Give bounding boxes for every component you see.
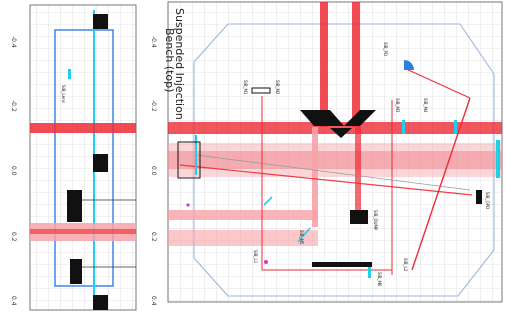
- cyan-window-right: [496, 140, 500, 178]
- left-block-top: [93, 14, 108, 29]
- main-axis-tick-5: -0.4: [150, 36, 157, 48]
- magenta-marker: [264, 260, 268, 264]
- cyan-optic-1: [402, 120, 405, 134]
- left-axis: 0.4 0.2 0.0 -0.2 -0.4: [10, 36, 17, 306]
- left-block-small: [70, 259, 82, 284]
- mirror-mount-left: [300, 110, 344, 126]
- label-mirror-a: SIB_M1: [243, 80, 248, 95]
- cyan-optic-5: [263, 196, 273, 206]
- left-axis-tick-4: -0.2: [10, 100, 17, 112]
- main-lower-beam: [168, 210, 318, 220]
- left-axis-tick-1: 0.4: [10, 296, 17, 306]
- left-bench-panel: SIB_Lens 0.4 0.2 0.0 -0.2 -0.4: [10, 4, 137, 311]
- beam-dump: [350, 210, 368, 224]
- main-bench-panel: SIB_DUMP SIB_QPD SIB_PD SIB_M1 SIB_M2 SI…: [150, 1, 503, 306]
- left-small-cyan-component: [68, 69, 71, 79]
- vertical-beam-left: [320, 2, 328, 127]
- magenta-marker-2: [186, 203, 190, 207]
- qpd-detector: [476, 190, 482, 204]
- label-qpd: SIB_QPD: [485, 192, 490, 209]
- diagonal-beam-4: [403, 67, 471, 99]
- vertical-beam-pink: [312, 127, 318, 227]
- left-bench-outline: [54, 29, 114, 287]
- long-bar-optic: [312, 262, 372, 267]
- label-mirror-b: SIB_M2: [275, 80, 280, 95]
- label-mirror-c: SIB_M3: [395, 98, 400, 113]
- main-axis-tick-4: -0.2: [150, 100, 157, 112]
- photodiode-sector: [404, 60, 414, 70]
- mirror-mount-right: [344, 110, 376, 126]
- cyan-optic-4: [297, 227, 311, 243]
- main-wide-beam-core: [168, 151, 502, 169]
- left-block-bottom: [93, 295, 108, 310]
- left-axis-tick-5: -0.4: [10, 36, 17, 48]
- label-beam-dump: SIB_DUMP: [373, 210, 378, 231]
- diagonal-beam-1: [179, 164, 473, 196]
- label-small-cyan: SIB_Lens: [61, 85, 66, 103]
- main-axis-tick-1: 0.4: [150, 296, 157, 306]
- label-mirror-d: SIB_M4: [423, 98, 428, 113]
- main-lower-beam-2: [168, 230, 318, 246]
- optic-box-top: [251, 87, 271, 94]
- vertical-beam-right: [352, 2, 360, 127]
- label-lens-2: SIB_L2: [403, 258, 408, 272]
- vertical-beam-lower: [355, 127, 361, 217]
- left-axis-tick-3: 0.0: [10, 166, 17, 176]
- label-mirror-e: SIB_M5: [299, 230, 304, 245]
- cyan-optic-3: [368, 264, 371, 278]
- title-line-2: Bench (top): [163, 28, 176, 92]
- main-axis: 0.4 0.2 0.0 -0.2 -0.4: [150, 36, 157, 306]
- left-axis-tick-2: 0.2: [10, 232, 17, 242]
- title-line-1: Suspended Injection: [173, 8, 186, 120]
- cyan-optic-2: [454, 120, 457, 134]
- left-block-large: [67, 190, 82, 222]
- left-panel-grid: [29, 4, 137, 311]
- diagram-title: Suspended Injection Bench (top): [163, 8, 186, 120]
- input-box: [177, 141, 201, 179]
- left-block-mid: [93, 154, 108, 172]
- label-pd: SIB_PD: [383, 42, 388, 56]
- diagonal-beam-2: [195, 154, 471, 191]
- main-axis-tick-3: 0.0: [150, 166, 157, 176]
- diagonal-beam-3: [411, 97, 471, 271]
- left-red-beam: [30, 123, 136, 133]
- label-mirror-f: SIB_M6: [377, 272, 382, 287]
- main-axis-tick-2: 0.2: [150, 232, 157, 242]
- label-lens-1: SIB_L1: [253, 250, 258, 264]
- beam-splitter-wedge: [330, 128, 352, 138]
- left-pink-core: [30, 229, 136, 234]
